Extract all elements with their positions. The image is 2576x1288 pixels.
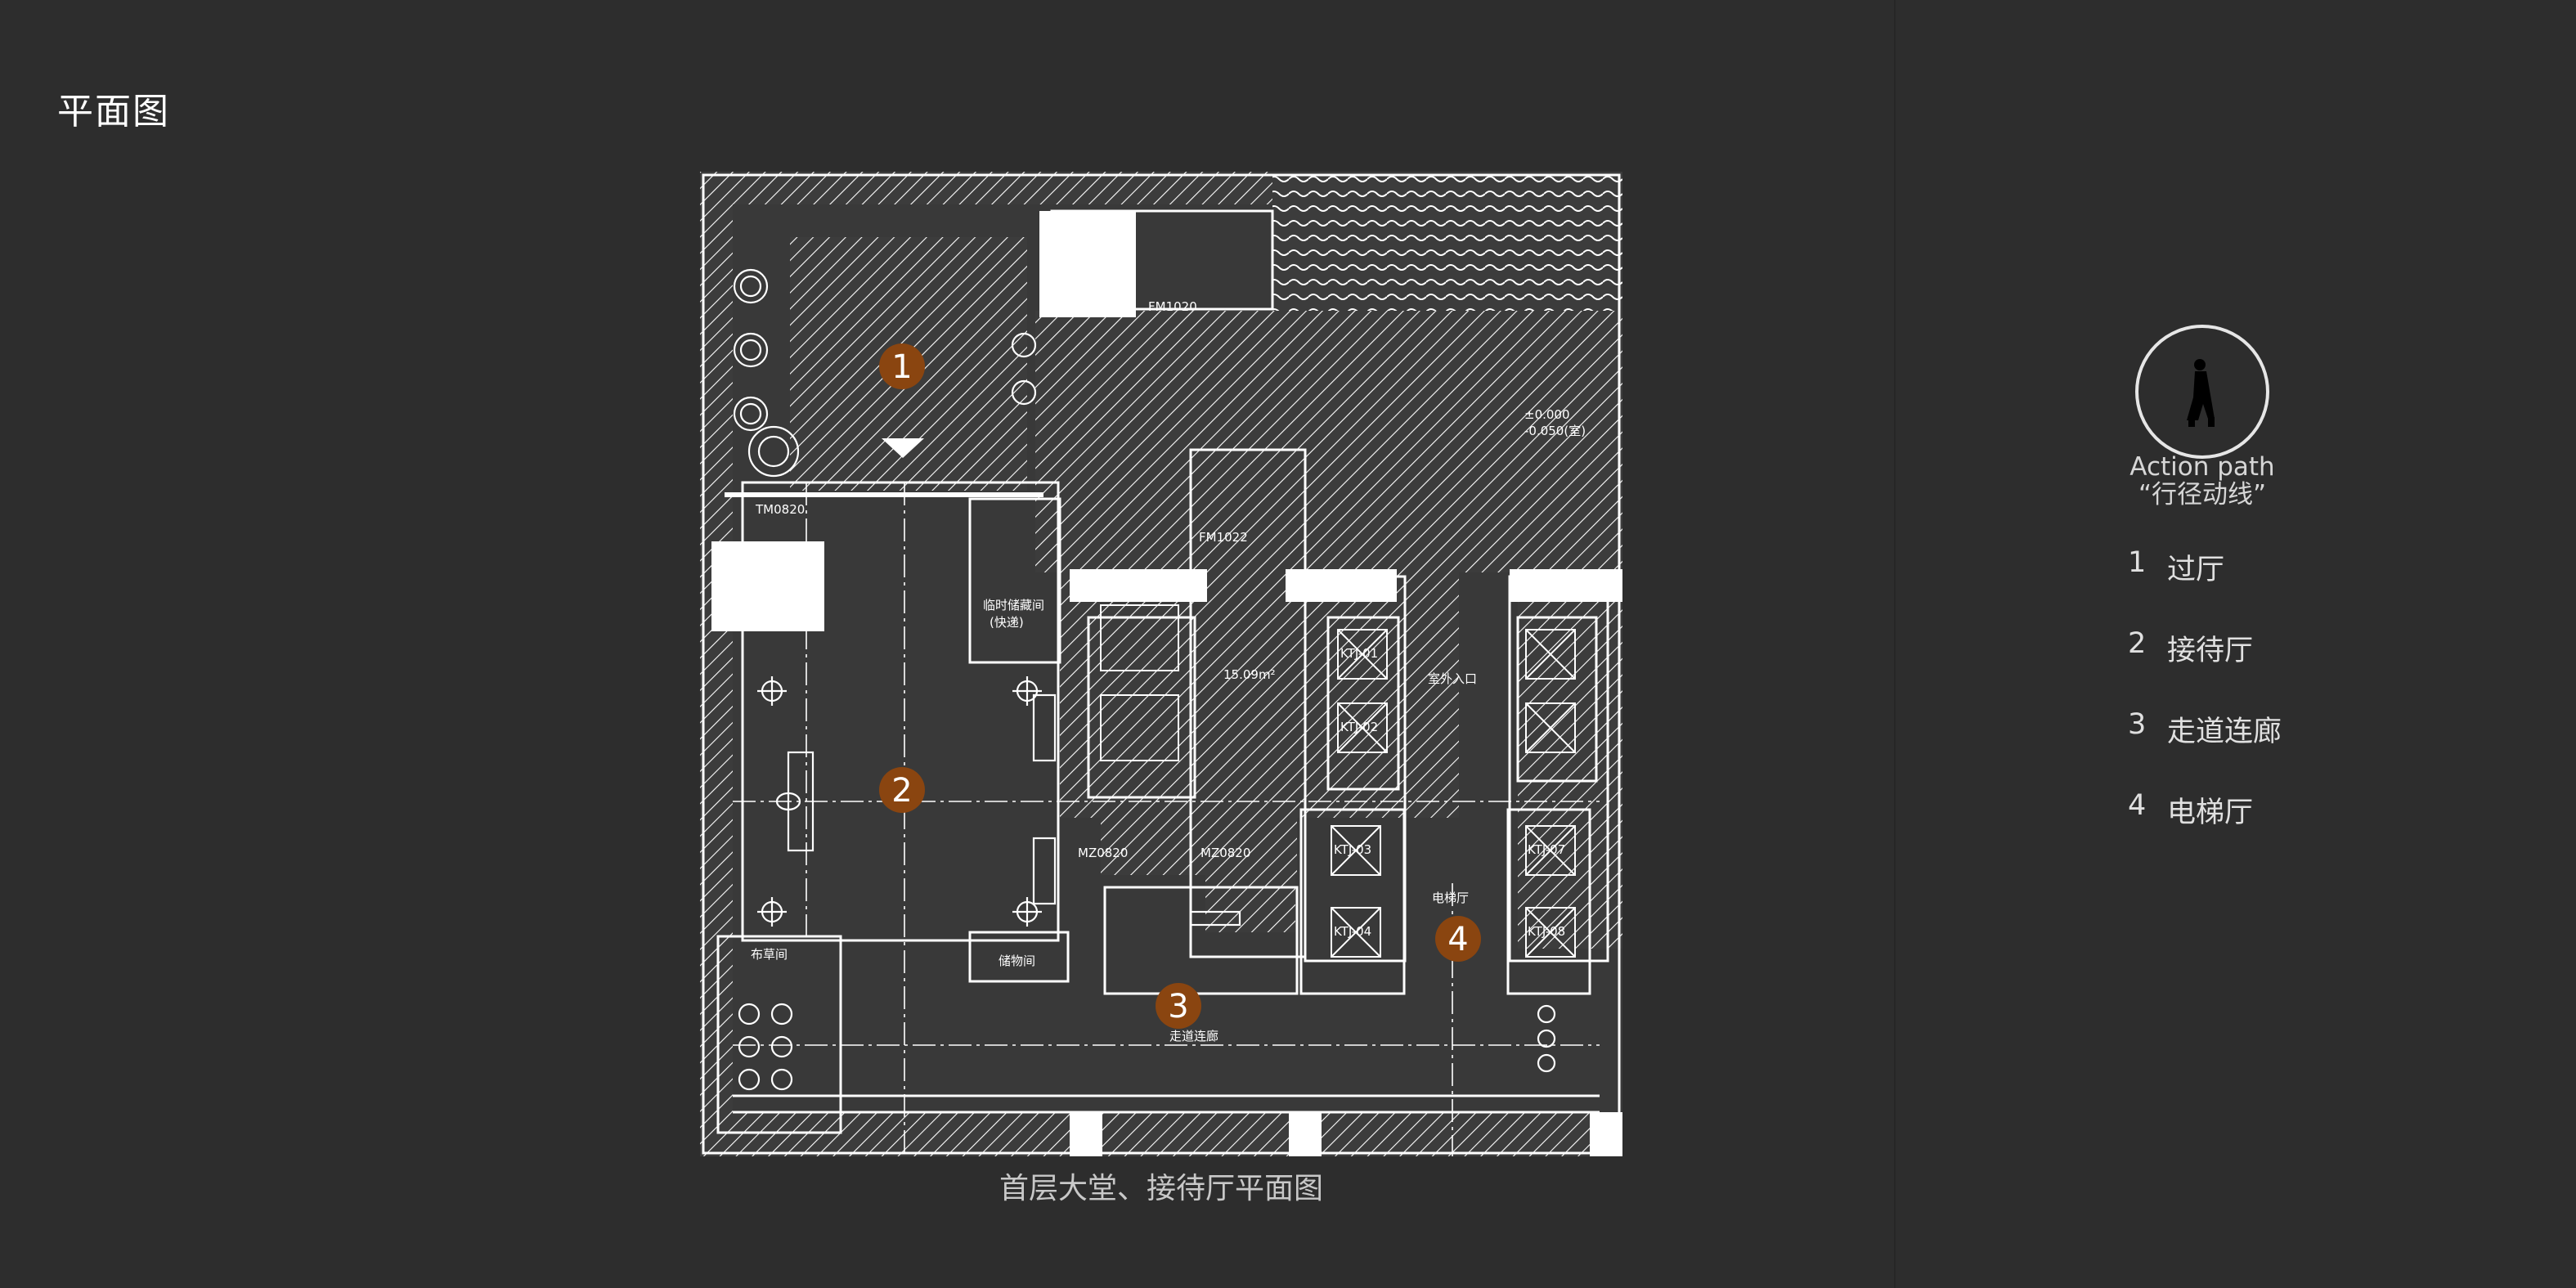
- elevator-door-label-1: MZ0820: [1078, 846, 1128, 860]
- hatch-bottom: [700, 1112, 1622, 1156]
- route-marker-2-number: 2: [891, 772, 912, 810]
- exit-label: 室外入口: [1428, 671, 1477, 686]
- entrance-arrow: [882, 438, 924, 458]
- legend-item: 1 过厅: [2128, 546, 2282, 627]
- legend-subtitle: “行径动线”: [2138, 480, 2267, 509]
- block-col-b1: [1070, 1112, 1102, 1156]
- ktj07-label: KTJ-07: [1528, 842, 1565, 857]
- block-col-b3: [1590, 1112, 1622, 1156]
- route-marker-1-number: 1: [891, 348, 912, 386]
- block-col-b2: [1289, 1112, 1322, 1156]
- ktj03-label: KTJ-03: [1334, 842, 1371, 857]
- hatch-lift-lobby: [1101, 801, 1297, 875]
- route-marker-4-number: 4: [1447, 921, 1468, 958]
- walking-person-icon: [2135, 325, 2269, 459]
- hatch-shaft-2: [1295, 572, 1459, 818]
- area-label: 15.09m²: [1223, 667, 1276, 682]
- block-wall-2: [1286, 569, 1397, 602]
- hatch-core: [1205, 572, 1295, 932]
- door-label-3: TM0820: [755, 502, 805, 517]
- page-title: 平面图: [57, 91, 170, 132]
- legend-item-label: 电梯厅: [2167, 797, 2254, 829]
- block-wall-1: [1070, 569, 1207, 602]
- legend-item-number: 2: [2128, 627, 2147, 660]
- ktj01-label: KTJ-01: [1340, 646, 1378, 661]
- route-marker-3: 3: [1156, 983, 1201, 1029]
- legend-item: 2 接待厅: [2128, 627, 2282, 708]
- legend-item-number: 4: [2128, 789, 2147, 822]
- ktj02-label: KTJ-02: [1340, 720, 1378, 734]
- floor-plan: 走道连廊 电梯厅 储物间 布草间 临时储藏间 (快递) KTJ-03 KTJ-0…: [700, 172, 1622, 1156]
- ktj04-label: KTJ-04: [1334, 924, 1371, 939]
- legend-item-number: 1: [2128, 546, 2147, 579]
- legend-item-label: 接待厅: [2167, 635, 2254, 667]
- elevator-cars: [1100, 604, 1576, 958]
- elevator-door-label-2: MZ0820: [1200, 846, 1250, 860]
- level-label-1: ±0.000: [1524, 407, 1570, 422]
- linen-label: 布草间: [751, 947, 788, 962]
- block-wall-3: [1510, 569, 1622, 602]
- block-column-2: [711, 541, 824, 631]
- legend-item-label: 走道连廊: [2167, 716, 2282, 748]
- route-marker-1: 1: [879, 343, 925, 389]
- route-marker-4: 4: [1435, 916, 1481, 962]
- panel-divider: [1894, 0, 1896, 1288]
- level-label-2: -0.050(室): [1524, 424, 1586, 438]
- elevator-hall-label: 电梯厅: [1432, 891, 1469, 905]
- hatch-left-wall: [700, 172, 733, 1156]
- legend-item: 4 电梯厅: [2128, 789, 2282, 870]
- temp-storage-label: 临时储藏间: [983, 598, 1044, 613]
- wave-pond: [1272, 172, 1622, 311]
- legend-title: Action path: [2129, 452, 2275, 482]
- plan-caption: 首层大堂、接待厅平面图: [999, 1172, 1323, 1205]
- plan-walls: [702, 173, 1621, 1155]
- block-column-1: [1039, 211, 1136, 317]
- legend-item-label: 过厅: [2167, 554, 2225, 586]
- corridor-label: 走道连廊: [1169, 1029, 1218, 1043]
- door-label-1: FM1022: [1199, 530, 1248, 545]
- floor-plan-drawing: 走道连廊 电梯厅 储物间 布草间 临时储藏间 (快递) KTJ-03 KTJ-0…: [700, 172, 1622, 1156]
- route-marker-3-number: 3: [1168, 988, 1188, 1025]
- ktj08-label: KTJ-08: [1528, 924, 1565, 939]
- legend-list: 1 过厅 2 接待厅 3 走道连廊 4 电梯厅: [2128, 546, 2282, 870]
- temp-storage-note: (快递): [990, 615, 1024, 630]
- route-marker-2: 2: [879, 767, 925, 813]
- plan-furniture: [733, 268, 1556, 1091]
- door-label-2: FM1020: [1148, 299, 1197, 314]
- legend-item-number: 3: [2128, 708, 2147, 741]
- storage-label: 储物间: [999, 954, 1035, 968]
- legend-item: 3 走道连廊: [2128, 708, 2282, 789]
- hatch-outdoor: [1035, 311, 1622, 572]
